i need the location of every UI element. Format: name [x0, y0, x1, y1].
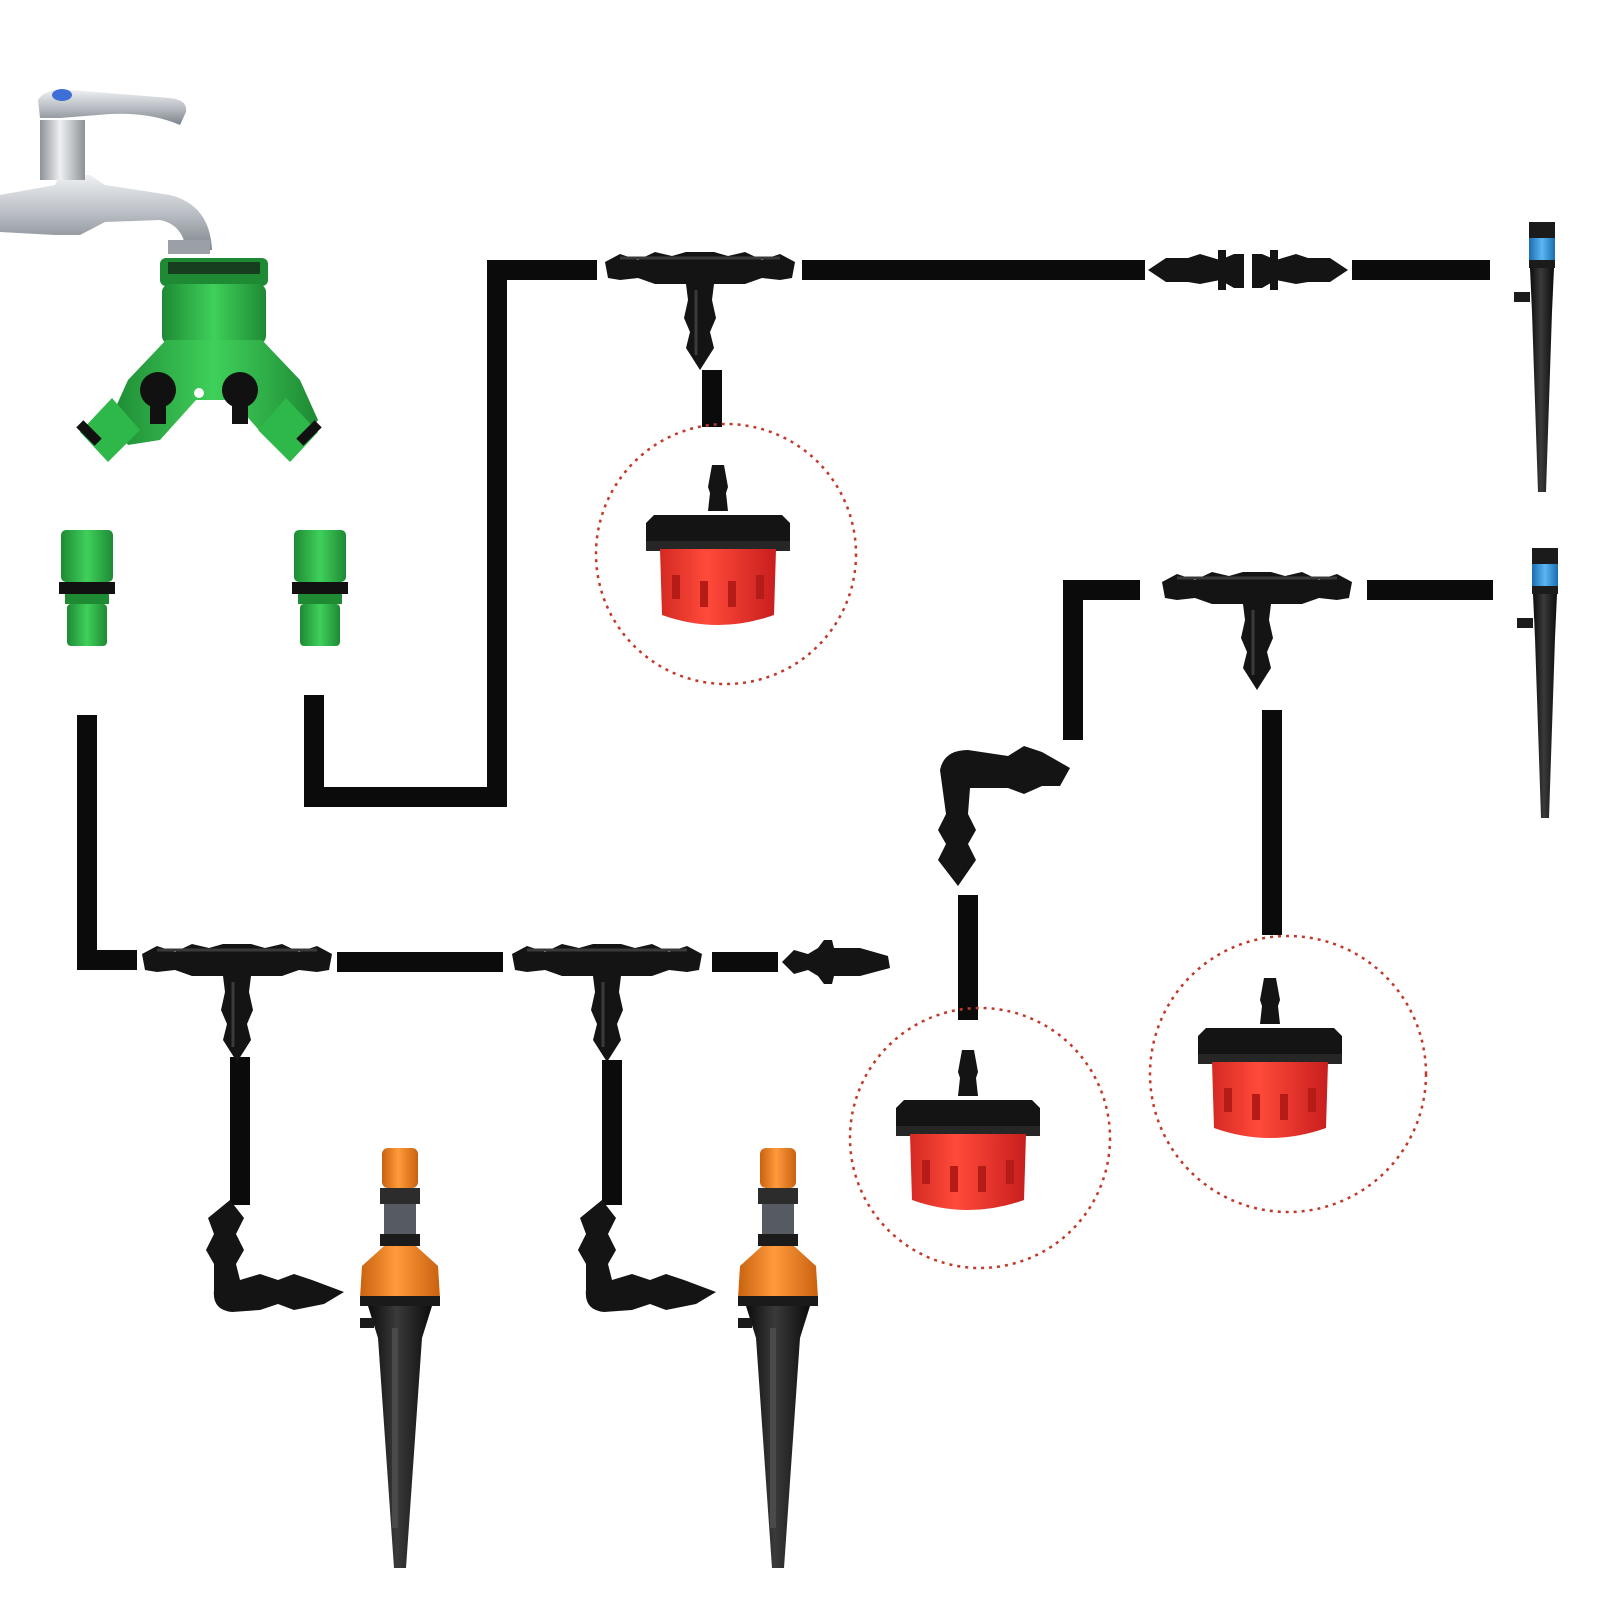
- end-plug-icon: [782, 940, 890, 984]
- barbed-tee-connector-icon: [603, 250, 797, 372]
- orange-stake-sprinkler-icon: [360, 1148, 440, 1568]
- barbed-elbow-connector-icon: [938, 746, 1070, 886]
- barbed-tee-connector-icon: [140, 942, 334, 1064]
- drip-tubing: [77, 260, 1493, 1205]
- adjustable-red-dripper-icon: [1198, 978, 1342, 1138]
- tube-segment: [77, 715, 137, 970]
- barbed-tee-connector-icon: [1160, 570, 1354, 692]
- blue-tip-stake-sprayer-icon: [1517, 548, 1558, 818]
- adjustable-red-dripper-icon: [896, 1050, 1040, 1210]
- faucet-icon: [0, 89, 212, 254]
- orange-stake-sprinkler-icon: [738, 1148, 818, 1568]
- blue-tip-stake-sprayer-icon: [1514, 222, 1555, 492]
- highlight-circle: [848, 1006, 1112, 1270]
- adjustable-red-dripper-icon: [646, 465, 790, 625]
- barbed-elbow-connector-icon: [206, 1200, 344, 1312]
- barbed-elbow-connector-icon: [578, 1200, 716, 1312]
- hose-quick-connector-icon: [59, 530, 115, 646]
- highlight-circle: [594, 422, 858, 686]
- barbed-straight-coupler-icon: [1148, 250, 1348, 290]
- two-way-hose-splitter-icon: [76, 258, 322, 462]
- tube-segment: [1063, 580, 1140, 740]
- hose-quick-connector-icon: [292, 530, 348, 646]
- tube-segment: [304, 260, 597, 807]
- highlight-circle: [1148, 934, 1428, 1214]
- barbed-tee-connector-icon: [510, 942, 704, 1064]
